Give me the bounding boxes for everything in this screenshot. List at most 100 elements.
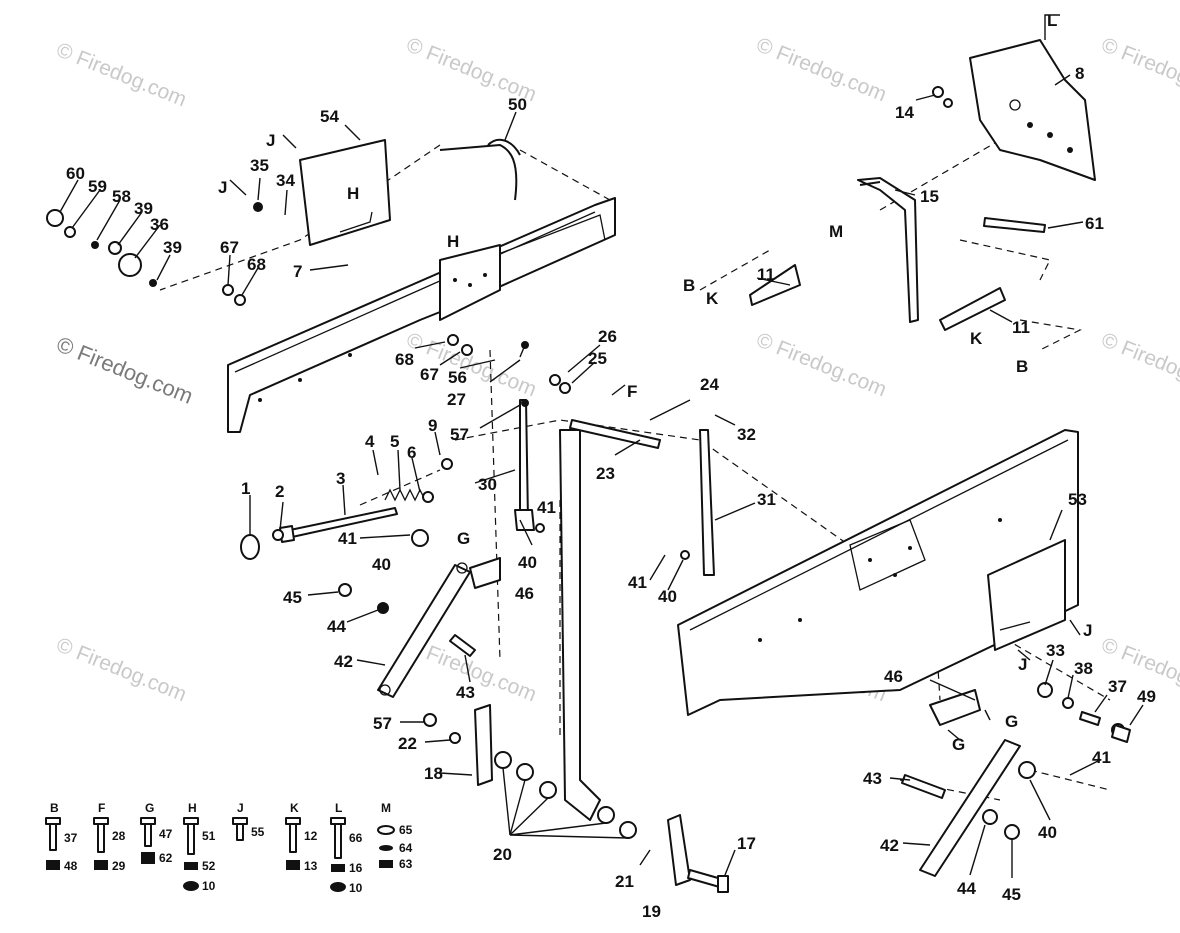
legend-letter-K: K xyxy=(290,801,299,815)
callout-22: 22 xyxy=(398,734,417,753)
spring-5 xyxy=(384,488,426,502)
callout-41-center: 41 xyxy=(537,498,556,517)
legend-H-lower: 52 xyxy=(202,859,216,873)
mounting-plate-53 xyxy=(987,539,1066,651)
letter-J-1: J xyxy=(266,131,275,150)
callout-54: 54 xyxy=(320,107,339,126)
callout-39-lower: 39 xyxy=(163,238,182,257)
letter-H-2: H xyxy=(447,232,459,251)
legend-H-lower2: 10 xyxy=(202,879,216,893)
callout-67-mid: 67 xyxy=(420,365,439,384)
watermark-9: © Firedog.com xyxy=(53,633,190,706)
callout-39-top: 39 xyxy=(134,199,153,218)
callout-46-left: 46 xyxy=(515,584,534,603)
arm-21 xyxy=(667,814,691,886)
bracket-46-left xyxy=(469,557,501,589)
legend-L-lower2: 10 xyxy=(349,881,363,895)
callout-44-right: 44 xyxy=(957,879,976,898)
watermark-4: © Firedog.com xyxy=(1098,33,1180,106)
page-number: 19 xyxy=(642,902,661,921)
watermark-8: © Firedog.com xyxy=(1098,328,1180,401)
callout-20: 20 xyxy=(493,845,512,864)
callout-53: 53 xyxy=(1068,490,1087,509)
callout-59: 59 xyxy=(88,177,107,196)
callout-50: 50 xyxy=(508,95,527,114)
legend-G-upper: 47 xyxy=(159,827,173,841)
legend-M-lower2: 63 xyxy=(399,857,413,871)
callout-61: 61 xyxy=(1085,214,1104,233)
housing-8 xyxy=(969,39,1096,181)
callout-18: 18 xyxy=(424,764,443,783)
callout-43-left: 43 xyxy=(456,683,475,702)
right-frame-rail xyxy=(677,429,1079,716)
callout-41-right-center: 41 xyxy=(628,573,647,592)
callout-46-right: 46 xyxy=(884,667,903,686)
hardware-legend: B 37 48 F 28 29 G 47 62 H 51 52 10 J 55 … xyxy=(45,801,413,895)
callout-68-top: 68 xyxy=(247,255,266,274)
letter-F: F xyxy=(627,382,637,401)
callout-17: 17 xyxy=(737,834,756,853)
legend-letter-J: J xyxy=(237,801,244,815)
callout-11-left: 11 xyxy=(757,265,775,284)
callout-68-mid: 68 xyxy=(395,350,414,369)
callout-8: 8 xyxy=(1075,64,1084,83)
callout-67-top: 67 xyxy=(220,238,239,257)
legend-M-lower: 64 xyxy=(399,841,413,855)
pedal-lever-15 xyxy=(857,177,919,323)
callout-40-left: 40 xyxy=(372,555,391,574)
letter-G-2: G xyxy=(1005,712,1018,731)
watermark-3: © Firedog.com xyxy=(753,33,890,106)
callout-45-left: 45 xyxy=(283,588,302,607)
callout-24: 24 xyxy=(700,375,719,394)
callout-36: 36 xyxy=(150,215,169,234)
callout-25: 25 xyxy=(588,349,607,368)
callout-35: 35 xyxy=(250,156,269,175)
left-frame-rail xyxy=(227,197,616,433)
letter-G-1: G xyxy=(457,529,470,548)
callout-33: 33 xyxy=(1046,641,1065,660)
legend-L-upper: 66 xyxy=(349,831,363,845)
connection-letters: J J J J H H F G G G L M B B K K xyxy=(218,11,1092,754)
legend-letter-G: G xyxy=(145,801,154,815)
callout-40-right-center: 40 xyxy=(658,587,677,606)
bolt-17 xyxy=(687,869,729,893)
callout-42-right: 42 xyxy=(880,836,899,855)
legend-J-upper: 55 xyxy=(251,825,265,839)
arm-18 xyxy=(474,704,493,786)
callout-1: 1 xyxy=(241,479,250,498)
callout-60: 60 xyxy=(66,164,85,183)
callout-41-right: 41 xyxy=(1092,748,1111,767)
legend-G-lower: 62 xyxy=(159,851,173,865)
mounting-plate-54 xyxy=(299,139,391,246)
bolt-43-right xyxy=(901,774,946,799)
letter-G-3: G xyxy=(952,735,965,754)
callout-44-left: 44 xyxy=(327,617,346,636)
link-arm-42-right xyxy=(919,739,1021,877)
watermark-1: © Firedog.com xyxy=(53,38,190,111)
callout-43-right: 43 xyxy=(863,769,882,788)
legend-M-upper: 65 xyxy=(399,823,413,837)
callout-4: 4 xyxy=(365,432,375,451)
legend-L-lower: 16 xyxy=(349,861,363,875)
callout-26: 26 xyxy=(598,327,617,346)
letter-J-3: J xyxy=(1083,621,1092,640)
callout-7: 7 xyxy=(293,262,302,281)
cap-49 xyxy=(1111,724,1131,743)
watermark-5: © Firedog.com xyxy=(53,331,196,408)
callout-2: 2 xyxy=(275,482,284,501)
legend-letter-M: M xyxy=(381,801,391,815)
bar-61 xyxy=(983,217,1046,233)
legend-letter-F: F xyxy=(98,801,105,815)
legend-H-upper: 51 xyxy=(202,829,216,843)
letter-K-2: K xyxy=(970,329,983,348)
link-arm-42-left xyxy=(377,562,471,698)
legend-F-lower: 29 xyxy=(112,859,126,873)
callout-41-left: 41 xyxy=(338,529,357,548)
bolt-43-left xyxy=(449,634,476,657)
legend-K-upper: 12 xyxy=(304,829,318,843)
leader-lines xyxy=(59,14,1144,878)
callout-31: 31 xyxy=(757,490,776,509)
callout-37: 37 xyxy=(1108,677,1127,696)
